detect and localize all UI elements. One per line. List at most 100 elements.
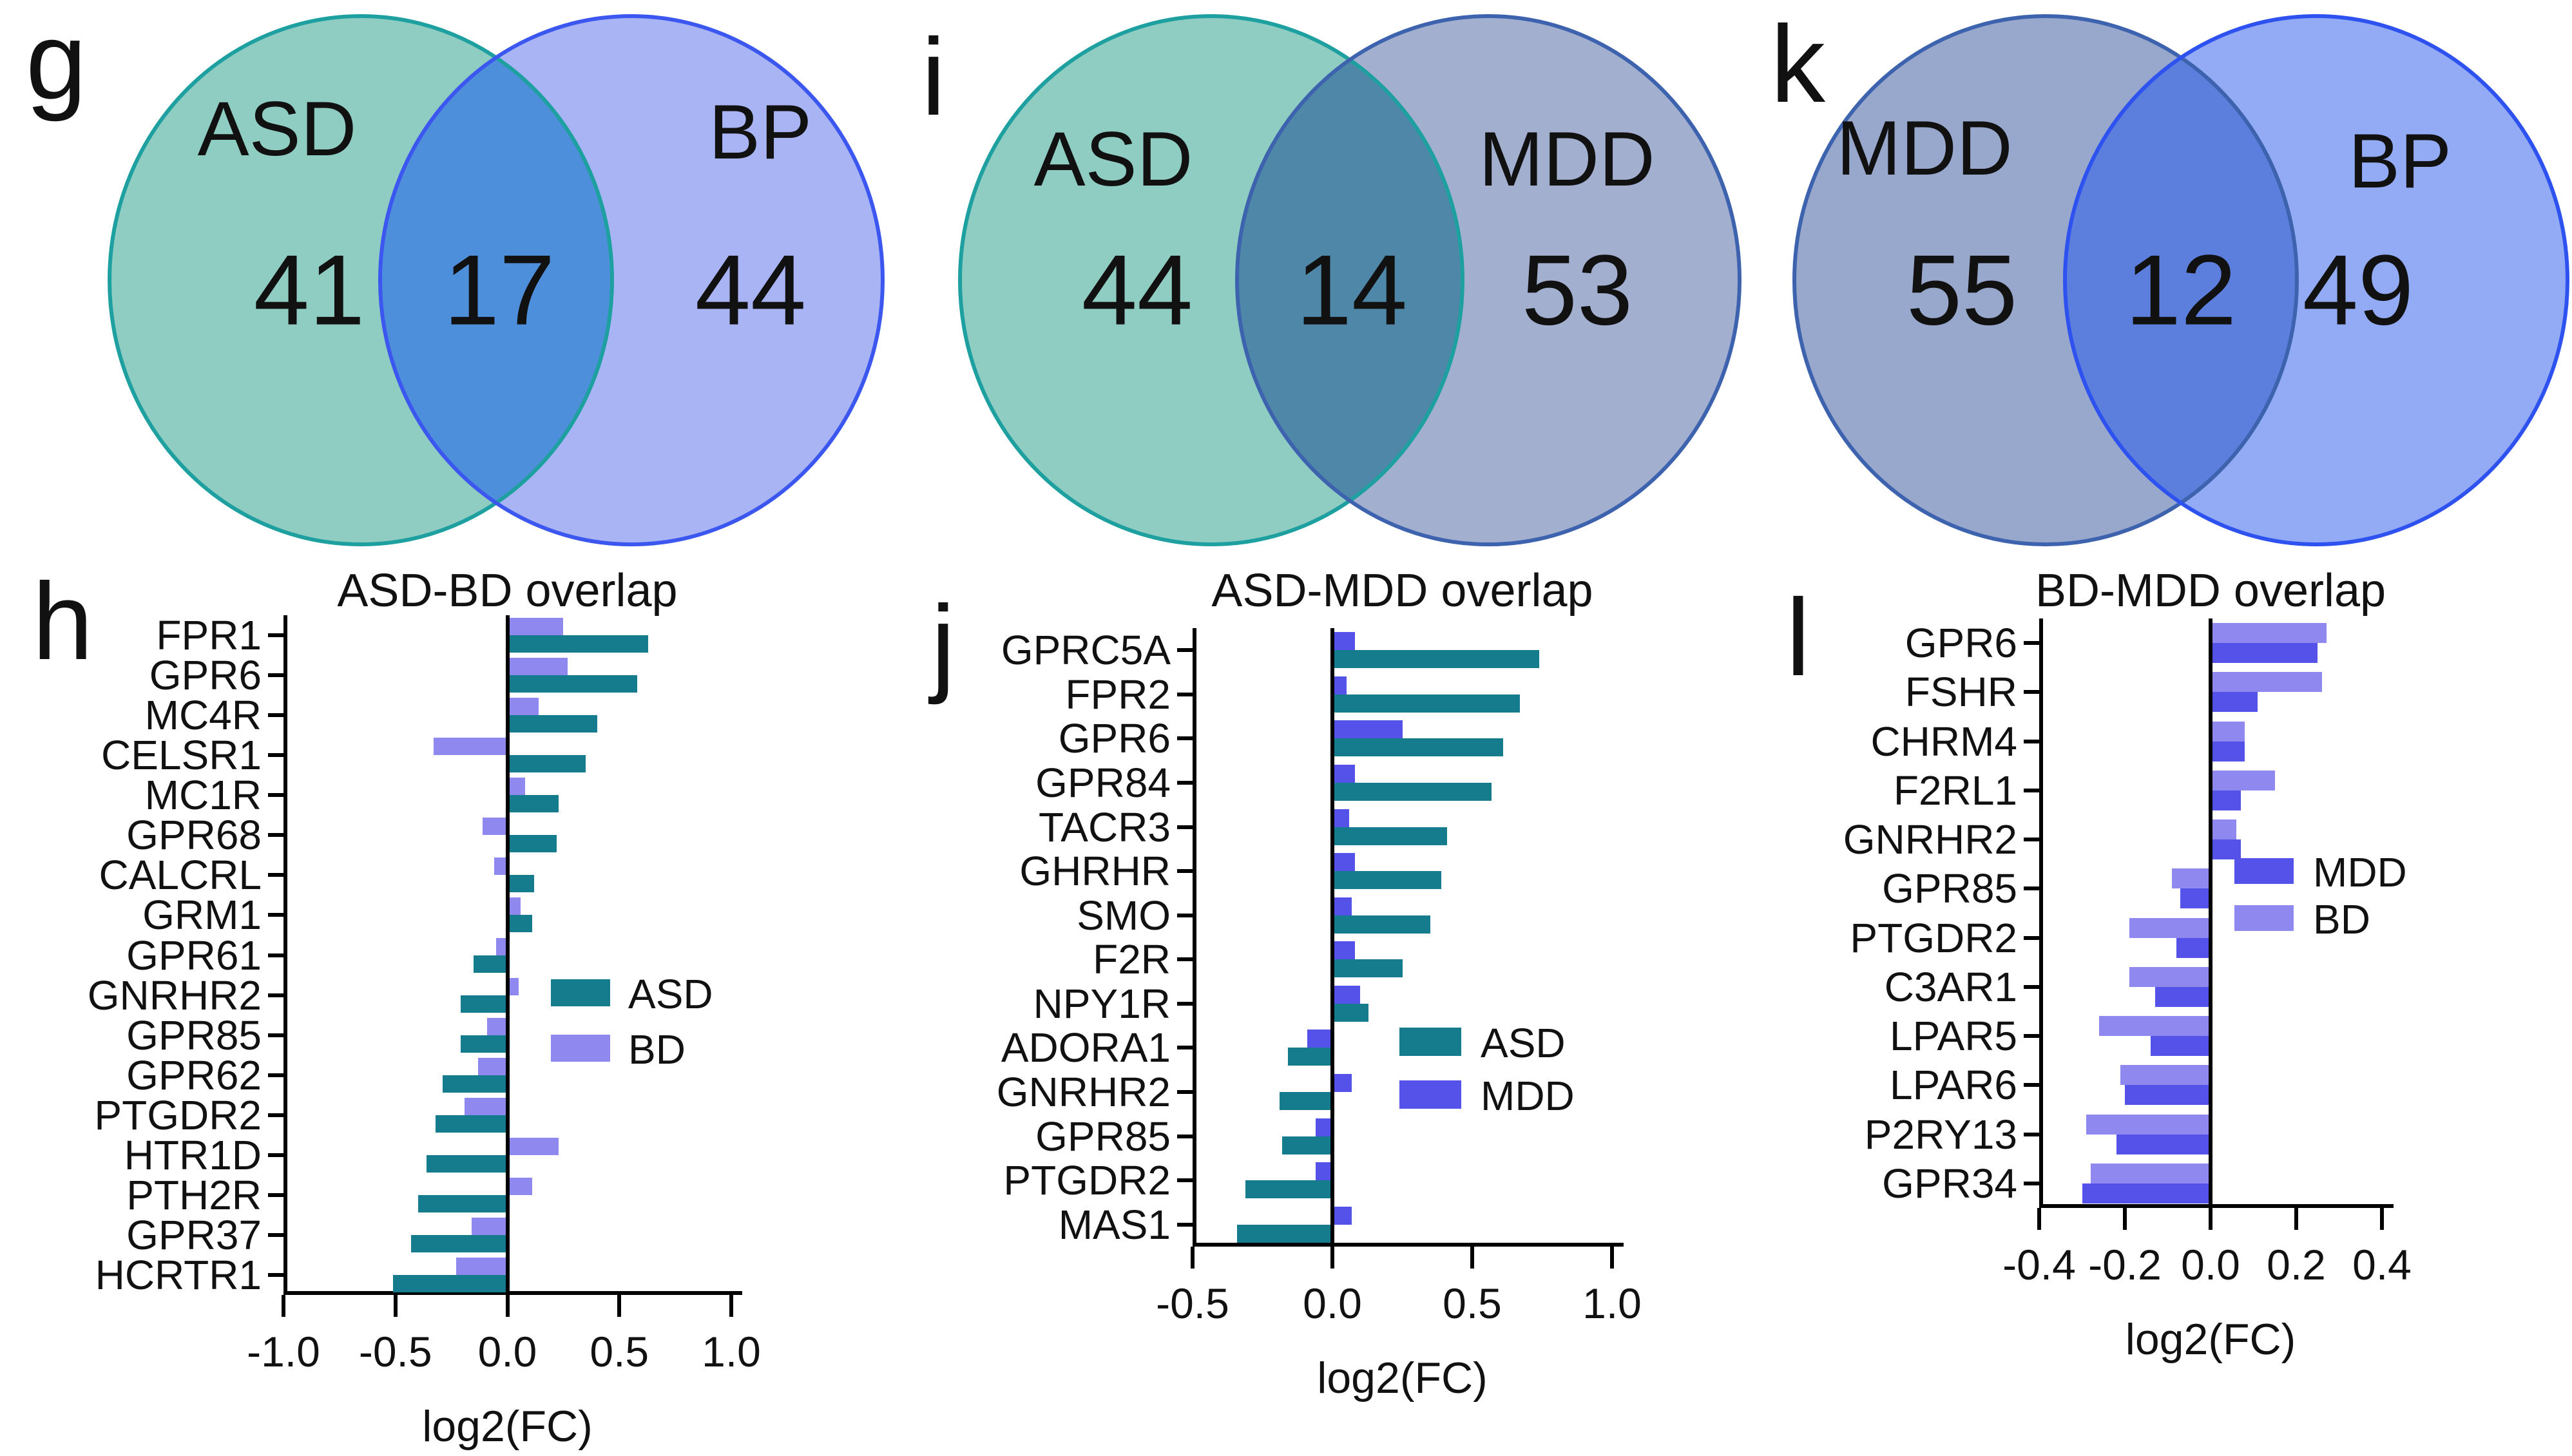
category-tick	[2024, 690, 2039, 694]
panel-letter-k: k	[1771, 3, 1825, 126]
x-tick	[2380, 1208, 2384, 1230]
venn-left-count: 55	[1906, 234, 2018, 346]
category-label: GNRHR2	[87, 972, 262, 1019]
plot-frame	[2039, 618, 2394, 1208]
x-tick	[2209, 1208, 2212, 1230]
x-tick-label: -1.0	[247, 1328, 320, 1375]
category-label: HCRTR1	[95, 1251, 262, 1298]
category-tick	[268, 913, 283, 917]
bar-bd-gpr68	[483, 818, 508, 836]
category-tick	[1177, 957, 1193, 962]
bar-bd-mc4r	[507, 698, 539, 716]
bar-mdd-gpr85	[2180, 888, 2211, 909]
bar-asd-ghrhr	[1332, 871, 1442, 890]
category-label: CALCRL	[99, 852, 262, 899]
bar-asd-mas1	[1237, 1224, 1332, 1243]
category-label: ADORA1	[1001, 1024, 1171, 1071]
chart-title: ASD-BD overlap	[337, 565, 678, 617]
bar-bd-pth2r	[507, 1177, 532, 1195]
category-tick	[1177, 781, 1193, 785]
x-tick	[2294, 1208, 2298, 1230]
bar-bd-fpr1	[507, 618, 564, 636]
bar-asd-htr1d	[427, 1154, 508, 1173]
venn-right-set-label: BP	[2348, 118, 2452, 204]
bar-bd-f2rl1	[2211, 770, 2275, 790]
category-label: GPR62	[126, 1051, 262, 1098]
bar-asd-gpr6	[1332, 738, 1503, 757]
bar-asd-celsr1	[507, 755, 586, 773]
bar-asd-gpr37	[411, 1234, 508, 1252]
x-tick	[1610, 1247, 1614, 1269]
category-tick	[268, 993, 283, 997]
bar-mdd-c3ar1	[2155, 986, 2211, 1007]
category-tick	[268, 673, 283, 678]
bar-asd-mc4r	[507, 715, 597, 733]
panel-letter-j: j	[931, 583, 955, 705]
x-tick	[1191, 1247, 1195, 1269]
venn-diagram-g	[108, 14, 885, 546]
category-label: GPR68	[126, 812, 262, 859]
category-label: FSHR	[1905, 669, 2017, 716]
chart-title: ASD-MDD overlap	[1211, 565, 1593, 617]
bar-asd-gpr84	[1332, 783, 1492, 801]
category-tick	[2024, 739, 2039, 743]
bar-asd-adora1	[1287, 1048, 1332, 1066]
bar-asd-fpr1	[507, 635, 649, 653]
bar-asd-gpr85	[1281, 1136, 1332, 1154]
legend-label-mdd: MDD	[2313, 849, 2407, 896]
category-tick	[268, 1113, 283, 1117]
category-tick	[2024, 935, 2039, 940]
x-axis-label: log2(FC)	[2125, 1315, 2296, 1364]
x-tick-label: 1.0	[1582, 1279, 1642, 1327]
category-label: FPR1	[156, 612, 262, 659]
legend-label-bd: BD	[2313, 896, 2370, 943]
bar-mdd-fshr	[2211, 692, 2258, 713]
category-tick	[2024, 641, 2039, 646]
category-label: GRM1	[142, 892, 262, 939]
bar-asd-fpr2	[1332, 694, 1520, 713]
category-tick	[1177, 1046, 1193, 1050]
bar-mdd-p2ry13	[2116, 1134, 2211, 1154]
bar-bd-celsr1	[433, 738, 508, 756]
x-tick-label: 0.5	[1443, 1279, 1502, 1327]
legend-swatch-asd	[551, 979, 610, 1006]
legend-swatch-mdd	[2234, 858, 2294, 884]
category-label: GPR6	[1058, 715, 1171, 762]
bar-mdd-gpr34	[2082, 1183, 2211, 1203]
legend-swatch-bd	[2234, 905, 2294, 931]
bar-asd-npy1r	[1332, 1003, 1369, 1022]
category-tick	[268, 753, 283, 758]
category-label: PTGDR2	[94, 1091, 262, 1138]
category-tick	[1177, 736, 1193, 741]
venn-overlap-count: 17	[443, 234, 555, 346]
category-label: GPRC5A	[1001, 627, 1171, 674]
category-tick	[268, 873, 283, 877]
x-tick	[1470, 1247, 1474, 1269]
bar-bd-gpr6	[507, 658, 568, 676]
venn-left-count: 44	[1081, 234, 1193, 346]
category-label: GPR85	[1035, 1113, 1171, 1160]
plot-frame	[283, 615, 742, 1295]
bar-mdd-tacr3	[1332, 809, 1350, 827]
category-label: CELSR1	[101, 732, 262, 779]
x-tick	[282, 1295, 285, 1317]
category-label: C3AR1	[1884, 963, 2017, 1010]
category-tick	[2024, 1132, 2039, 1136]
bar-mdd-fpr2	[1332, 676, 1347, 694]
category-label: F2R	[1093, 936, 1171, 983]
bar-mdd-smo	[1332, 897, 1352, 915]
x-tick-label: 0.2	[2267, 1241, 2326, 1288]
category-label: GHRHR	[1019, 848, 1171, 895]
category-tick	[1177, 869, 1193, 874]
bar-mdd-gpr6	[2211, 643, 2318, 664]
venn-left-set-label: ASD	[1033, 116, 1193, 202]
venn-overlap-count: 12	[2125, 234, 2237, 346]
x-tick-label: -0.4	[2002, 1241, 2076, 1288]
bar-mdd-gnrhr2	[1332, 1074, 1352, 1092]
bar-bd-chrm4	[2211, 721, 2245, 742]
x-tick-label: 0.0	[477, 1328, 537, 1375]
category-tick	[268, 1272, 283, 1277]
